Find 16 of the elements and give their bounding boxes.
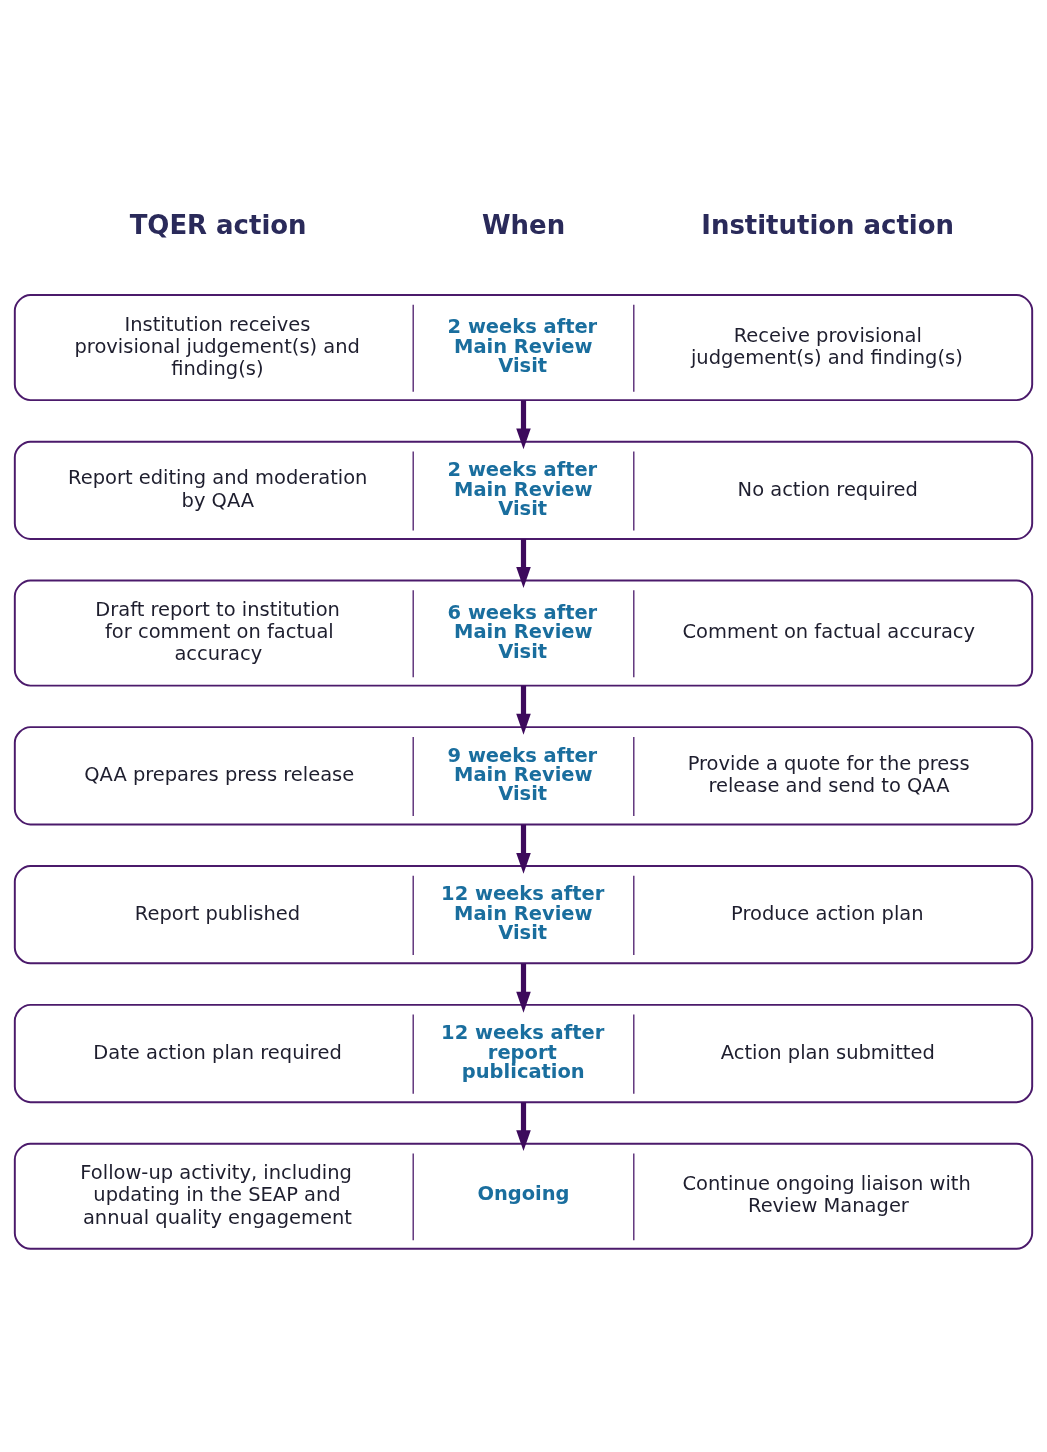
label: When — [481, 209, 566, 240]
arrow — [516, 963, 531, 1013]
node-box: Date action plan required 12 weeks after report publication Action plan submitted — [13, 1003, 1034, 1103]
arrow — [516, 1101, 531, 1151]
node-box: Institution receives provisional judgement(s) and finding(s) 2 weeks after Main Review Visit Receive provisional judgement(s) and finding(s) — [13, 293, 1034, 401]
label: Institution action — [701, 209, 955, 240]
node-box: QAA prepares press release 9 weeks after Main Review Visit Provide a quote for the press release and send to QAA — [13, 725, 1034, 825]
arrow — [516, 685, 531, 735]
arrow — [516, 824, 531, 874]
node-box: Draft report to institution for comment on factual accuracy 6 weeks after Main Review Visit Comment on factual accuracy — [13, 579, 1034, 687]
node-box: Follow-up activity, including updating in the SEAP and annual quality engagement Ongoing Continue ongoing liaison with Review Manager — [13, 1142, 1034, 1250]
node-box: Report published 12 weeks after Main Review Visit Produce action plan — [13, 864, 1034, 964]
label: TQER action — [129, 209, 307, 240]
node-box: Report editing and moderation by QAA 2 weeks after Main Review Visit No action required — [13, 440, 1034, 540]
arrow — [516, 399, 531, 449]
arrow — [516, 538, 531, 588]
